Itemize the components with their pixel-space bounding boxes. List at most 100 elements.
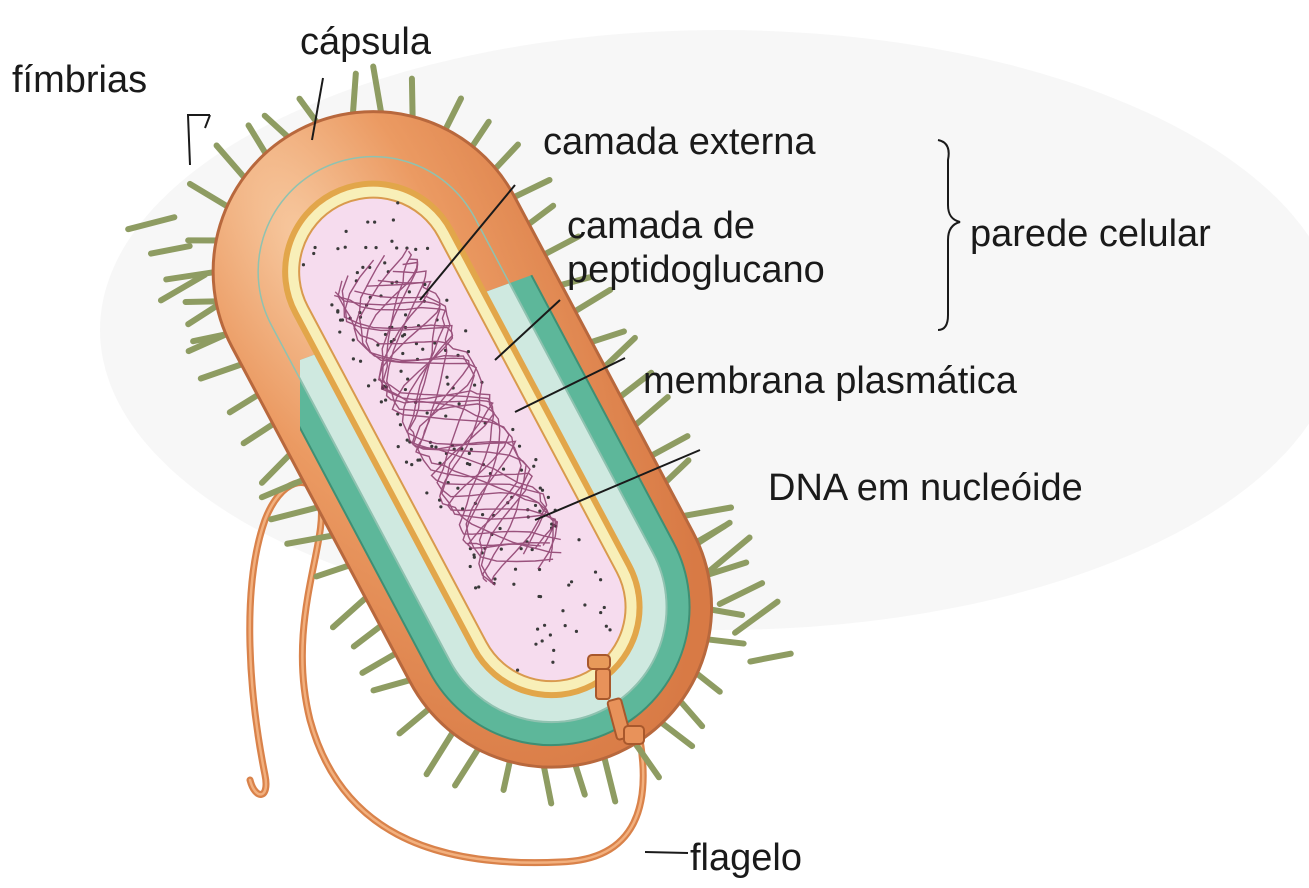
ribosome-dot	[392, 218, 395, 221]
ribosome-dot	[330, 303, 333, 306]
ribosome-dot	[468, 452, 471, 455]
ribosome-dot	[577, 538, 580, 541]
ribosome-dot	[445, 299, 448, 302]
ribosome-dot	[395, 246, 398, 249]
ribosome-dot	[414, 248, 417, 251]
ribosome-dot	[352, 338, 355, 341]
ribosome-dot	[434, 446, 437, 449]
ribosome-dot	[366, 220, 369, 223]
ribosome-dot	[399, 423, 402, 426]
ribosome-dot	[373, 378, 376, 381]
ribosome-dot	[534, 504, 537, 507]
ribosome-dot	[416, 459, 419, 462]
ribosome-dot	[534, 643, 537, 646]
ribosome-dot	[313, 246, 316, 249]
ribosome-dot	[338, 330, 341, 333]
ribosome-dot	[608, 628, 611, 631]
ribosome-dot	[383, 261, 386, 264]
ribosome-dot	[477, 585, 480, 588]
ribosome-dot	[401, 352, 404, 355]
ribosome-dot	[500, 548, 503, 551]
ribosome-dot	[421, 348, 424, 351]
ribosome-dot	[302, 263, 305, 266]
ribosome-dot	[445, 376, 448, 379]
ribosome-dot	[399, 370, 402, 373]
ribosome-dot	[464, 329, 467, 332]
ribosome-dot	[532, 465, 535, 468]
ribosome-dot	[543, 624, 546, 627]
ribosome-dot	[374, 246, 377, 249]
ribosome-dot	[312, 252, 315, 255]
ribosome-dot	[425, 491, 428, 494]
ribosome-dot	[541, 639, 544, 642]
ribosome-dot	[336, 247, 339, 250]
capsule-label: cápsula	[300, 20, 431, 64]
ribosome-dot	[502, 468, 505, 471]
ribosome-dot	[359, 360, 362, 363]
ribosome-dot	[594, 570, 597, 573]
ribosome-dot	[605, 625, 608, 628]
ribosome-dot	[470, 448, 473, 451]
ribosome-dot	[552, 649, 555, 652]
ribosome-dot	[493, 577, 496, 580]
ribosome-dot	[539, 595, 542, 598]
ribosome-dot	[439, 505, 442, 508]
ribosome-dot	[396, 201, 399, 204]
ribosome-dot	[390, 240, 393, 243]
ribosome-dot	[426, 411, 429, 414]
peptidoglycan-label-line1: camada de	[567, 204, 825, 248]
ribosome-dot	[444, 414, 447, 417]
ribosome-dot	[345, 230, 348, 233]
ribosome-dot	[458, 402, 461, 405]
ribosome-dot	[401, 334, 404, 337]
ribosome-dot	[373, 221, 376, 224]
flagellum-label: flagelo	[690, 836, 802, 880]
fimbria	[750, 654, 790, 662]
ribosome-dot	[512, 583, 515, 586]
ribosome-dot	[404, 388, 407, 391]
ribosome-dot	[410, 463, 413, 466]
cell-wall-label: parede celular	[970, 212, 1211, 256]
peptidoglycan-label-line2: peptidoglucano	[567, 248, 825, 292]
peptidoglycan-label: camada de peptidoglucano	[567, 204, 825, 292]
ribosome-dot	[473, 383, 476, 386]
ribosome-dot	[408, 290, 411, 293]
outer-layer-label: camada externa	[543, 120, 816, 164]
ribosome-dot	[570, 580, 573, 583]
ribosome-dot	[603, 606, 606, 609]
ribosome-dot	[567, 583, 570, 586]
ribosome-dot	[498, 527, 501, 530]
ribosome-dot	[356, 271, 359, 274]
ribosome-dot	[469, 565, 472, 568]
ribosome-dot	[380, 400, 383, 403]
ribosome-dot	[549, 633, 552, 636]
ribosome-dot	[430, 445, 433, 448]
ribosome-dot	[472, 553, 475, 556]
ribosome-dot	[481, 513, 484, 516]
ribosome-dot	[599, 611, 602, 614]
ribosome-dot	[534, 458, 537, 461]
ribosome-dot	[406, 439, 409, 442]
ribosome-dot	[583, 603, 586, 606]
ribosome-dot	[446, 383, 449, 386]
fimbriae-label: fímbrias	[12, 58, 147, 102]
ribosome-dot	[575, 630, 578, 633]
ribosome-dot	[474, 586, 477, 589]
ribosome-dot	[514, 568, 517, 571]
ribosome-dot	[367, 384, 370, 387]
ribosome-dot	[539, 486, 542, 489]
ribosome-dot	[518, 445, 521, 448]
ribosome-dot	[466, 462, 469, 465]
ribosome-dot	[339, 319, 342, 322]
ribosome-dot	[336, 310, 339, 313]
ribosome-dot	[599, 578, 602, 581]
ribosome-dot	[511, 428, 514, 431]
ribosome-dot	[551, 661, 554, 664]
ribosome-dot	[404, 313, 407, 316]
ribosome-dot	[397, 445, 400, 448]
dna-nucleoid-label: DNA em nucleóide	[768, 466, 1083, 510]
plasma-membrane-label: membrana plasmática	[643, 359, 1017, 403]
ribosome-dot	[564, 624, 567, 627]
ribosome-dot	[456, 487, 459, 490]
ribosome-dot	[384, 398, 387, 401]
